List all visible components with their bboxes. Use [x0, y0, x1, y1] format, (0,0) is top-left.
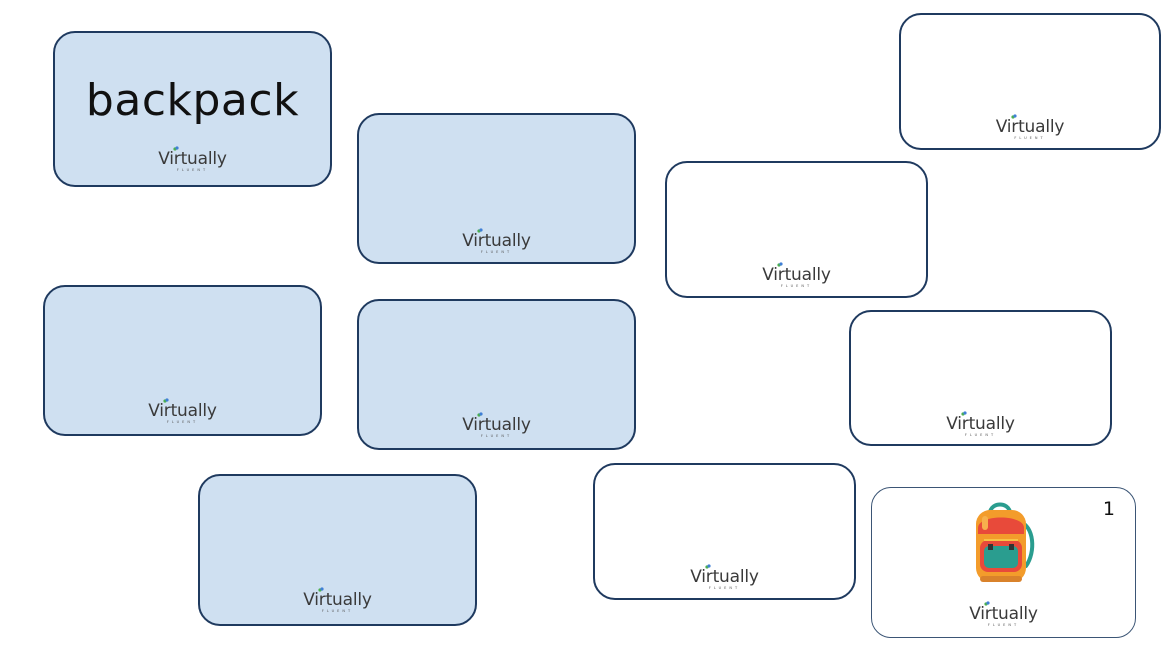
logo-leaf-icon: [163, 398, 169, 403]
logo-tagline: FLUENT: [480, 434, 513, 438]
card-blue-3[interactable]: Virtually FLUENT: [43, 285, 322, 436]
logo-text: Virtually: [946, 414, 1015, 434]
card-word: backpack: [85, 75, 300, 126]
logo-text: Virtually: [462, 415, 531, 435]
word-card-backpack[interactable]: backpack Virtually FLUENT: [53, 31, 332, 187]
card-blue-4[interactable]: Virtually FLUENT: [357, 299, 636, 450]
logo-leaf-icon: [777, 262, 783, 267]
logo-tagline: FLUENT: [166, 420, 199, 424]
virtually-logo: Virtually FLUENT: [595, 564, 854, 599]
card-white-3[interactable]: Virtually FLUENT: [849, 310, 1112, 446]
logo-leaf-icon: [477, 412, 483, 417]
card-white-4[interactable]: Virtually FLUENT: [593, 463, 856, 600]
logo-tagline: FLUENT: [321, 609, 354, 613]
logo-text: Virtually: [995, 117, 1065, 137]
backpack-icon: [976, 502, 1035, 582]
virtually-logo: Virtually FLUENT: [359, 228, 634, 263]
logo-text: Virtually: [969, 604, 1038, 624]
card-blue-5[interactable]: Virtually FLUENT: [198, 474, 477, 626]
virtually-logo: Virtually FLUENT: [901, 114, 1159, 149]
logo-tagline: FLUENT: [480, 250, 513, 254]
card-white-1[interactable]: Virtually FLUENT: [899, 13, 1161, 150]
logo-text: Virtually: [462, 231, 531, 251]
card-blue-2[interactable]: Virtually FLUENT: [357, 113, 636, 264]
logo-leaf-icon: [705, 564, 711, 569]
virtually-logo: Virtually FLUENT: [200, 587, 475, 622]
logo-tagline: FLUENT: [780, 284, 813, 288]
card-number: 1: [1102, 498, 1115, 520]
logo-tagline: FLUENT: [708, 586, 741, 590]
logo-tagline: FLUENT: [176, 168, 209, 172]
picture-card-backpack[interactable]: 1 Virtually FLUENT: [871, 487, 1136, 638]
logo-tagline: FLUENT: [1014, 136, 1046, 140]
logo-text: Virtually: [690, 567, 759, 587]
virtually-logo: Virtually FLUENT: [359, 412, 634, 447]
virtually-logo: Virtually FLUENT: [45, 398, 320, 433]
logo-text: Virtually: [303, 590, 372, 610]
logo-leaf-icon: [1011, 114, 1017, 119]
virtually-logo: Virtually FLUENT: [872, 601, 1135, 636]
logo-leaf-icon: [477, 228, 483, 233]
logo-tagline: FLUENT: [964, 433, 997, 437]
virtually-logo: Virtually FLUENT: [667, 262, 926, 297]
virtually-logo: Virtually FLUENT: [55, 146, 330, 181]
logo-leaf-icon: [318, 587, 324, 592]
virtually-logo: Virtually FLUENT: [851, 411, 1110, 446]
card-white-2[interactable]: Virtually FLUENT: [665, 161, 928, 298]
logo-text: Virtually: [762, 265, 831, 285]
logo-tagline: FLUENT: [987, 623, 1020, 627]
logo-leaf-icon: [173, 146, 179, 151]
logo-text: Virtually: [158, 149, 227, 169]
logo-text: Virtually: [148, 401, 217, 421]
logo-leaf-icon: [961, 411, 967, 416]
logo-leaf-icon: [984, 601, 990, 606]
